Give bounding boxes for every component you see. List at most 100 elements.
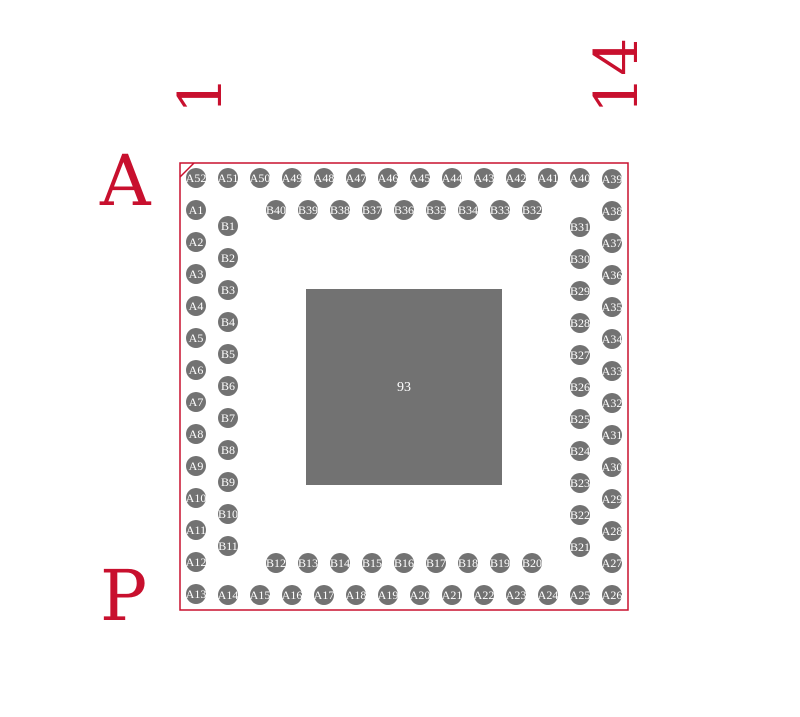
pad-label: A44 xyxy=(442,171,463,185)
pad-label: A18 xyxy=(346,588,367,602)
pad-label: B3 xyxy=(221,283,235,297)
pad-label: B14 xyxy=(330,556,350,570)
pad-label: A37 xyxy=(602,236,623,250)
pad-label: B35 xyxy=(426,203,446,217)
pad-label: B21 xyxy=(570,540,590,554)
pad-b17 xyxy=(426,553,446,573)
row-label-p: P xyxy=(100,555,147,637)
pad-label: A1 xyxy=(189,203,204,217)
pad-label: A20 xyxy=(410,588,431,602)
pad-label: B6 xyxy=(221,379,235,393)
pad-label: B37 xyxy=(362,203,382,217)
column-label-14: 14 xyxy=(582,38,652,114)
pad-a36 xyxy=(602,265,622,285)
pad-b21 xyxy=(570,537,590,557)
pad-label: B28 xyxy=(570,316,590,330)
pad-label: A34 xyxy=(602,332,623,346)
pad-a1 xyxy=(186,200,206,220)
pad-a23 xyxy=(506,585,526,605)
pad-a28 xyxy=(602,521,622,541)
pad-a8 xyxy=(186,424,206,444)
pad-label: A49 xyxy=(282,171,303,185)
pad-b16 xyxy=(394,553,414,573)
pad-a51 xyxy=(218,168,238,188)
pad-a47 xyxy=(346,168,366,188)
pad-b15 xyxy=(362,553,382,573)
pad-label: A14 xyxy=(218,588,239,602)
pad-b33 xyxy=(490,200,510,220)
pad-b34 xyxy=(458,200,478,220)
pad-label: A22 xyxy=(474,588,495,602)
pad-a11 xyxy=(186,520,206,540)
pad-b39 xyxy=(298,200,318,220)
pad-b10 xyxy=(218,504,238,524)
pad-a33 xyxy=(602,361,622,381)
pad-a5 xyxy=(186,328,206,348)
pad-label: A46 xyxy=(378,171,399,185)
pad-a34 xyxy=(602,329,622,349)
pad-b4 xyxy=(218,312,238,332)
pad-label: B9 xyxy=(221,475,235,489)
pad-a2 xyxy=(186,232,206,252)
pad-label: B24 xyxy=(570,444,590,458)
pad-a6 xyxy=(186,360,206,380)
pad-b27 xyxy=(570,345,590,365)
pad-a24 xyxy=(538,585,558,605)
pad-label: B10 xyxy=(218,507,238,521)
pad-a25 xyxy=(570,585,590,605)
pad-b2 xyxy=(218,248,238,268)
pad-a31 xyxy=(602,425,622,445)
pad-label: A2 xyxy=(189,235,204,249)
thermal-pad-label: 93 xyxy=(397,380,411,395)
pad-b13 xyxy=(298,553,318,573)
pad-b5 xyxy=(218,344,238,364)
pad-a15 xyxy=(250,585,270,605)
pad-b20 xyxy=(522,553,542,573)
pad-a41 xyxy=(538,168,558,188)
pad-label: B12 xyxy=(266,556,286,570)
row-label-a: A xyxy=(99,140,152,222)
pad-label: A6 xyxy=(189,363,204,377)
pad-b3 xyxy=(218,280,238,300)
pad-a39 xyxy=(602,169,622,189)
pad-b1 xyxy=(218,216,238,236)
pad-label: B23 xyxy=(570,476,590,490)
pad-a48 xyxy=(314,168,334,188)
pad-label: A47 xyxy=(346,171,367,185)
pad-label: A40 xyxy=(570,171,591,185)
pad-label: A45 xyxy=(410,171,431,185)
pad-label: A15 xyxy=(250,588,271,602)
pad-label: A12 xyxy=(186,555,207,569)
pad-a26 xyxy=(602,585,622,605)
pad-b9 xyxy=(218,472,238,492)
pad-label: A17 xyxy=(314,588,335,602)
pad-b23 xyxy=(570,473,590,493)
pad-a52 xyxy=(186,168,206,188)
pad-a12 xyxy=(186,552,206,572)
pad-label: B4 xyxy=(221,315,235,329)
pad-label: B1 xyxy=(221,219,235,233)
pad-label: A23 xyxy=(506,588,527,602)
pad-a27 xyxy=(602,553,622,573)
pad-label: B34 xyxy=(458,203,478,217)
pad-label: A28 xyxy=(602,524,623,538)
pad-a16 xyxy=(282,585,302,605)
pad-label: B7 xyxy=(221,411,235,425)
pad-a17 xyxy=(314,585,334,605)
pad-b18 xyxy=(458,553,478,573)
pad-a13 xyxy=(186,584,206,604)
pad-label: A38 xyxy=(602,204,623,218)
pad-a10 xyxy=(186,488,206,508)
pad-label: B19 xyxy=(490,556,510,570)
pad-b28 xyxy=(570,313,590,333)
pad-a45 xyxy=(410,168,430,188)
pad-label: B2 xyxy=(221,251,235,265)
package-outline xyxy=(179,162,629,611)
pad-b26 xyxy=(570,377,590,397)
pad-label: A41 xyxy=(538,171,559,185)
pad-a42 xyxy=(506,168,526,188)
pad-label: A48 xyxy=(314,171,335,185)
pad-a46 xyxy=(378,168,398,188)
pad-b6 xyxy=(218,376,238,396)
pad-label: A39 xyxy=(602,172,623,186)
